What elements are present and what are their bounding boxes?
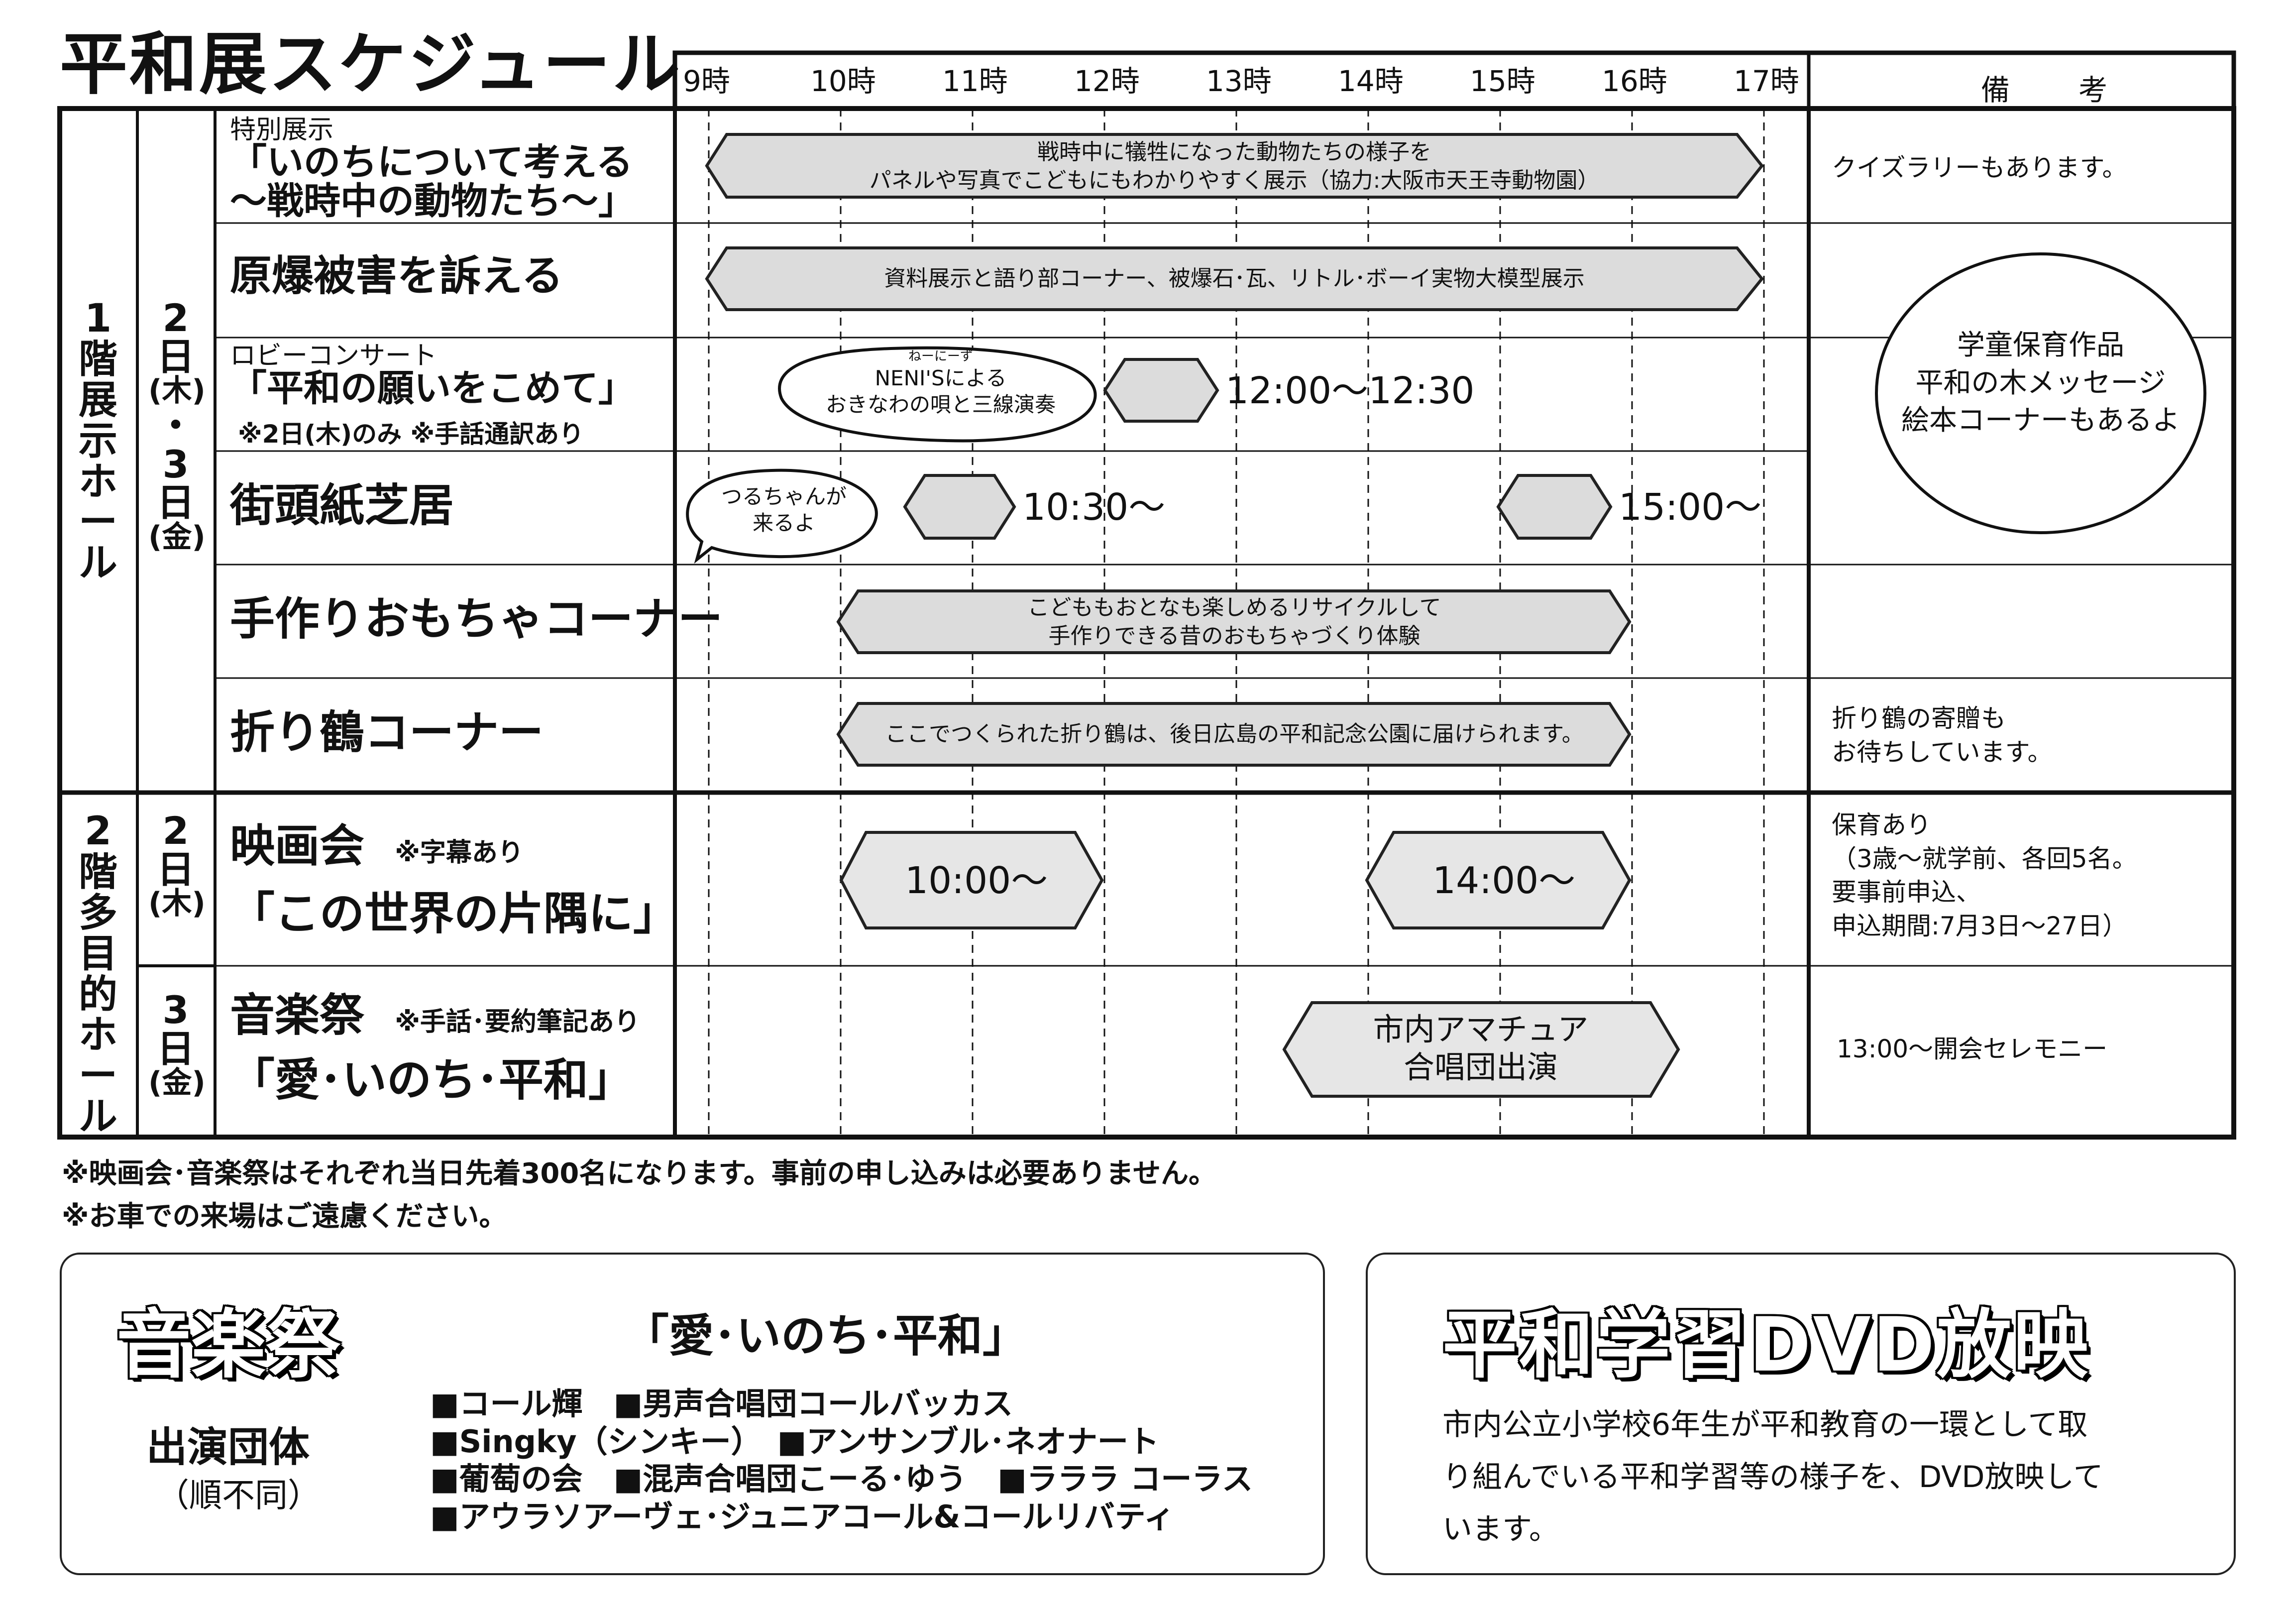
floor-label-char: 示 xyxy=(78,418,117,463)
movie-remark: 保育あり （3歳～就学前、各回5名。 要事前申込、 申込期間:7月3日～27日） xyxy=(1832,810,2137,940)
movie-time-2: 14:00～ xyxy=(1432,859,1576,902)
music-remark: 13:00～開会セレモニー xyxy=(1837,1035,2108,1063)
hour-label: 10時 xyxy=(810,64,876,98)
floor-label-char: ー xyxy=(78,1053,117,1099)
special-label: 特別展示 xyxy=(230,115,334,145)
music-subtitle: 「愛･いのち･平和」 xyxy=(230,1054,633,1106)
hour-label: 9時 xyxy=(683,64,730,98)
cranes-title: 折り鶴コーナー xyxy=(230,706,544,759)
toys-title: 手作りおもちゃコーナー xyxy=(230,593,723,645)
music-panel-heading: 音楽祭 xyxy=(116,1302,341,1388)
list-item: ■コール輝 ■男声合唱団コールバッカス xyxy=(430,1385,1013,1422)
floor-label-char: ホ xyxy=(78,1013,117,1058)
lobby-note: ※2日(木)のみ ※手話通訳あり xyxy=(238,420,584,449)
kamishibai-title: 街頭紙芝居 xyxy=(230,479,454,532)
hour-label: 14時 xyxy=(1338,64,1404,98)
bar-cranes xyxy=(836,702,1632,767)
kamishibai-bubble-text: つるちゃんが 来るよ xyxy=(721,484,847,535)
floor-label-char: ル xyxy=(78,1094,117,1140)
floor-label-char: 1 xyxy=(84,296,112,341)
hex-movie-1 xyxy=(839,831,1104,929)
special-title: 「いのちについて考える ～戦時中の動物たち～」 xyxy=(230,141,635,223)
lobby-bubble-ruby: ねーにーず xyxy=(908,349,973,364)
bar-toys xyxy=(836,589,1632,654)
music-panel: 音楽祭 「愛･いのち･平和」 出演団体 （順不同） ■コール輝 ■男声合唱団コー… xyxy=(60,1253,1325,1575)
bubble-tsuru xyxy=(686,468,878,564)
movie-title: 映画会 ※字幕あり xyxy=(230,820,524,872)
floor-label-char: 的 xyxy=(78,972,117,1017)
floor-label-char: 階 xyxy=(78,337,117,382)
floor-label-char: 多 xyxy=(78,890,117,935)
bar-atomic xyxy=(705,246,1764,311)
hour-label: 16時 xyxy=(1602,64,1667,98)
floor-label-char: ー xyxy=(78,500,117,545)
hex-movie-2 xyxy=(1365,831,1632,929)
hex-kamishibai-2 xyxy=(1496,474,1613,540)
memo-circle-text: 学童保育作品 平和の木メッセージ 絵本コーナーもあるよ xyxy=(1901,329,2180,437)
dvd-panel-heading: 平和学習DVD放映 xyxy=(1442,1302,2090,1388)
floor-label-char: 2 xyxy=(84,809,112,854)
lobby-title: 「平和の願いをこめて」 xyxy=(230,367,635,410)
page-title: 平和展スケジュール xyxy=(60,25,682,104)
list-item: ■アウラソアーヴェ･ジュニアコール&コールリバティ xyxy=(430,1498,1175,1535)
cranes-bar-text: ここでつくられた折り鶴は、後日広島の平和記念公園に届けられます。 xyxy=(885,721,1584,747)
floor-label-char: 展 xyxy=(78,377,117,423)
special-remark: クイズラリーもあります。 xyxy=(1832,153,2127,182)
hex-lobby xyxy=(1103,358,1219,423)
dvd-panel-text: 市内公立小学校6年生が平和教育の一環として取 り組んでいる平和学習等の様子を、D… xyxy=(1442,1407,2103,1547)
dvd-panel: 平和学習DVD放映 市内公立小学校6年生が平和教育の一環として取 り組んでいる平… xyxy=(1366,1253,2236,1575)
cranes-remark: 折り鶴の寄贈も お待ちしています。 xyxy=(1832,704,2053,767)
performer-list: ■コール輝 ■男声合唱団コールバッカス ■Singky（シンキー） ■アンサンブ… xyxy=(430,1385,1253,1536)
kamishibai-time-2: 15:00～ xyxy=(1619,486,1762,529)
performers-label: 出演団体 xyxy=(146,1424,310,1471)
kamishibai-time-1: 10:30～ xyxy=(1022,486,1166,529)
hour-label: 11時 xyxy=(942,64,1008,98)
music-panel-theme: 「愛･いのち･平和」 xyxy=(624,1310,1027,1362)
floor-label-char: ホ xyxy=(78,459,117,504)
hour-label: 15時 xyxy=(1470,64,1535,98)
movie-time-1: 10:00～ xyxy=(905,859,1048,902)
bar-music xyxy=(1282,1001,1680,1098)
hex-kamishibai-1 xyxy=(903,474,1016,540)
floor-label-char: ル xyxy=(78,541,117,586)
lobby-label: ロビーコンサート xyxy=(230,341,437,371)
remarks-header: 備 考 xyxy=(1981,73,2128,107)
footnote-1: ※映画会･音楽祭はそれぞれ当日先着300名になります。事前の申し込みは必要ありま… xyxy=(62,1157,1217,1190)
toys-bar-text: こどももおとなも楽しめるリサイクルして 手作りできる昔のおもちゃづくり体験 xyxy=(1027,595,1441,649)
floor-label-char: 階 xyxy=(78,849,117,895)
hour-label: 12時 xyxy=(1074,64,1140,98)
movie-subtitle: 「この世界の片隅に」 xyxy=(230,888,678,940)
list-item: ■葡萄の会 ■混声合唱団こーる･ゆう ■ラララ コーラス xyxy=(430,1461,1253,1498)
list-item: ■Singky（シンキー） ■アンサンブル･ネオナート xyxy=(430,1423,1159,1460)
lobby-time: 12:00～12:30 xyxy=(1225,369,1475,412)
footnote-2: ※お車での来場はご遠慮ください。 xyxy=(62,1200,507,1233)
atomic-title: 原爆被害を訴える xyxy=(230,251,563,300)
order-note: （順不同） xyxy=(156,1476,321,1514)
lobby-bubble-text: NENI'Sによる おきなわの唄と三線演奏 xyxy=(825,366,1056,417)
music-bar-text: 市内アマチュア 合唱団出演 xyxy=(1373,1011,1589,1085)
bubble-neni xyxy=(778,346,1097,443)
atomic-bar-text: 資料展示と語り部コーナー、被爆石･瓦、リトル･ボーイ実物大模型展示 xyxy=(884,266,1585,291)
memo-circle xyxy=(1875,252,2206,534)
music-title: 音楽祭 ※手話･要約筆記あり xyxy=(230,989,640,1041)
bar-special xyxy=(705,133,1764,199)
special-bar-text: 戦時中に犠牲になった動物たちの様子を パネルや写真でこどもにもわかりやすく展示（… xyxy=(869,139,1600,194)
hour-label: 17時 xyxy=(1734,64,1799,98)
floor-label-char: 目 xyxy=(78,931,117,976)
hour-label: 13時 xyxy=(1206,64,1272,98)
